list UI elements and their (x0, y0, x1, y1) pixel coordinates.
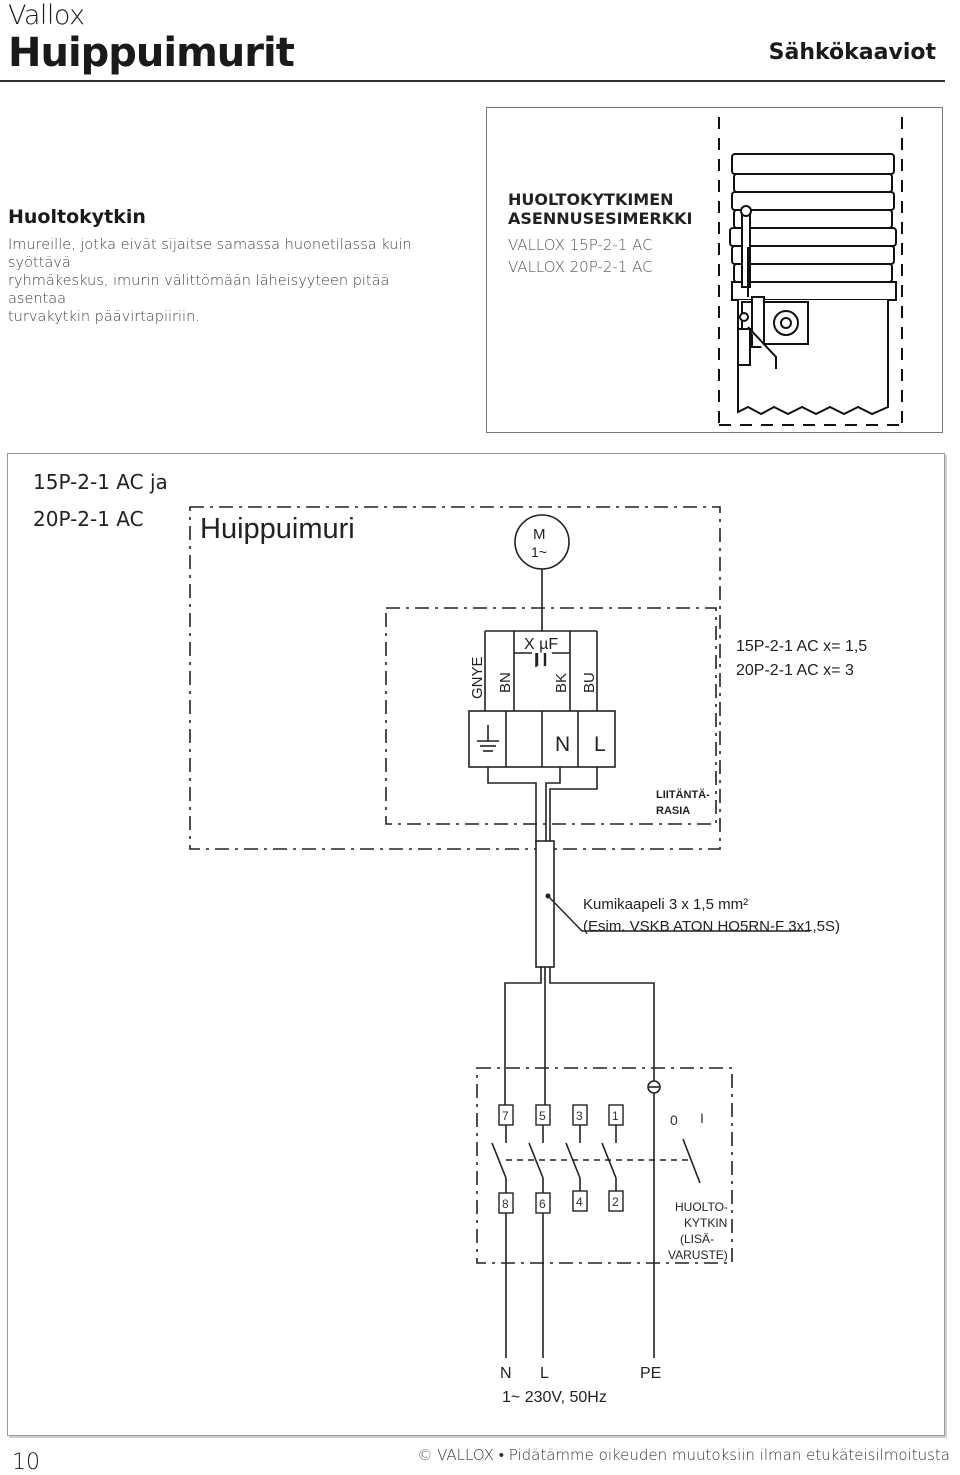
switch-label: HUOLTO- (675, 1200, 728, 1214)
intro-line: Imureille, jotka eivät sijaitse samassa … (8, 237, 412, 271)
fan-box-label: Huippuimuri (200, 513, 355, 545)
installation-example-models: VALLOX 15P-2-1 AC VALLOX 20P-2-1 AC (508, 234, 653, 278)
intro-line: turvakytkin päävirtapiiriin. (8, 309, 200, 325)
cable-to-switch (504, 967, 655, 1108)
cable-spec: (Esim. VSKB ATON HO5RN-F 3x1,5S) (583, 918, 840, 935)
intro-line: ryhmäkeskus, imurin välittömään läheisyy… (8, 273, 390, 307)
diagram-model-line: 20P-2-1 AC (33, 507, 144, 531)
switch-terminal-8: 8 (502, 1197, 509, 1211)
terminal-l: L (594, 733, 606, 756)
junction-box-label: LIITÄNTÄ- (656, 788, 710, 801)
copyright-notice: © VALLOX • Pidätämme oikeuden muutoksiin… (417, 1446, 950, 1464)
example-model: VALLOX 15P-2-1 AC (508, 236, 653, 254)
switch-position-off: 0 (670, 1112, 678, 1128)
installation-example-box (486, 107, 943, 433)
supply-voltage: 1~ 230V, 50Hz (502, 1389, 607, 1406)
cable-callout-line (547, 895, 810, 932)
service-switch-boundary (476, 1067, 733, 1264)
cable-spec: Kumikaapeli 3 x 1,5 mm² (583, 896, 748, 913)
switch-terminal-2: 2 (612, 1195, 619, 1209)
switch-terminal-1: 1 (612, 1109, 619, 1123)
switch-bottom-terminals (498, 1190, 624, 1214)
capacitor-label: X µF (524, 636, 558, 653)
switch-position-on: I (700, 1110, 704, 1126)
capacitor-note: 15P-2-1 AC x= 1,5 (736, 638, 867, 655)
switch-terminal-7: 7 (502, 1109, 509, 1123)
page-number: 10 (12, 1450, 40, 1475)
wire-label-bn: BN (497, 672, 514, 693)
capacitor-note: 20P-2-1 AC x= 3 (736, 662, 854, 679)
capacitor-symbol (535, 653, 547, 666)
example-title-line: HUOLTOKYTKIMEN (508, 190, 674, 209)
switch-label: (LISÄ- (680, 1232, 714, 1246)
installation-example-title: HUOLTOKYTKIMEN ASENNUSESIMERKKI (508, 190, 692, 228)
switch-terminal-6: 6 (539, 1197, 546, 1211)
brand-name: Vallox (8, 0, 85, 31)
example-model: VALLOX 20P-2-1 AC (508, 258, 653, 276)
supply-label-l: L (540, 1365, 549, 1382)
fan-housing (729, 153, 897, 416)
cable-convergence (487, 767, 598, 968)
roof-fan-illustration (718, 117, 903, 426)
supply-wires (505, 1093, 655, 1358)
switch-ground-symbol (647, 1080, 661, 1094)
wiring-diagram-panel (7, 453, 945, 1436)
intro-paragraph: Imureille, jotka eivät sijaitse samassa … (8, 236, 448, 326)
switch-top-terminals (498, 1104, 624, 1126)
switch-terminal-5: 5 (539, 1109, 546, 1123)
wire-label-bk: BK (553, 673, 570, 693)
wire-label-gnye: GNYE (469, 656, 486, 699)
ground-symbol (477, 725, 499, 752)
service-switch-assembly (737, 205, 809, 369)
switch-label: KYTKIN (684, 1216, 727, 1230)
junction-box-boundary (385, 607, 717, 825)
wiring-diagram: Huippuimuri M 1~ X µF GNYE BN BK BU N L (189, 506, 867, 1406)
motor-wires (484, 630, 598, 711)
header-rule (0, 80, 945, 82)
section-title: Sähkökaaviot (768, 40, 936, 65)
fan-boundary (189, 506, 721, 850)
motor-label: 1~ (531, 544, 547, 560)
wire-label-bu: BU (581, 672, 598, 693)
switch-terminal-4: 4 (576, 1195, 583, 1209)
diagram-model-line: 15P-2-1 AC ja (33, 470, 168, 494)
switch-label: VARUSTE) (668, 1248, 728, 1262)
switch-terminal-3: 3 (576, 1109, 583, 1123)
motor-label: M (533, 526, 546, 543)
supply-label-n: N (500, 1365, 512, 1382)
intro-heading: Huoltokytkin (8, 206, 146, 228)
page-title: Huippuimurit (8, 30, 295, 76)
example-title-line: ASENNUSESIMERKKI (508, 209, 693, 228)
supply-label-pe: PE (640, 1365, 661, 1382)
junction-box-label: RASIA (656, 805, 690, 817)
terminal-n: N (555, 733, 570, 756)
terminal-block (468, 710, 616, 768)
switch-contacts (491, 1125, 701, 1193)
